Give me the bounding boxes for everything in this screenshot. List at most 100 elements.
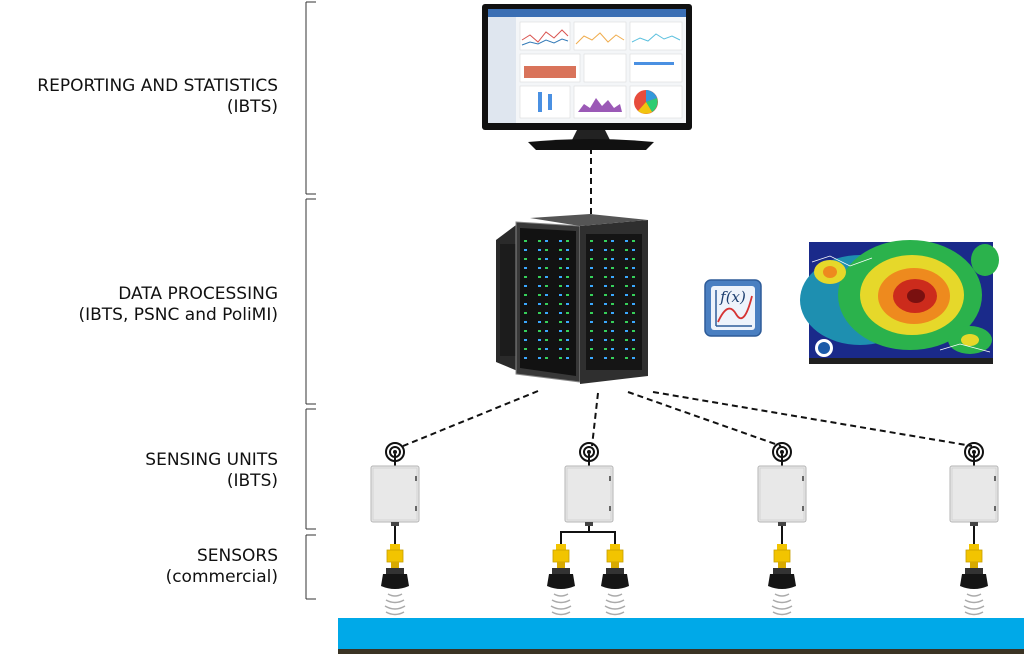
server-led — [625, 240, 628, 242]
server-led — [524, 258, 527, 260]
server-led — [625, 330, 628, 332]
ultrasonic-sensor — [380, 543, 410, 590]
server-led — [604, 258, 607, 260]
monitor-icon — [482, 4, 692, 150]
ultrasonic-sensor — [959, 543, 989, 590]
server-led — [611, 357, 614, 359]
bracket-processing — [305, 198, 316, 405]
server-led — [604, 285, 607, 287]
server-led — [625, 303, 628, 305]
server-led — [611, 249, 614, 251]
function-icon-label: f(x) — [719, 288, 746, 306]
server-led — [604, 357, 607, 359]
server-led — [625, 312, 628, 314]
ultrasonic-sensor — [546, 543, 576, 590]
bracket-sensing — [305, 408, 316, 530]
antenna-icon — [772, 442, 792, 467]
server-led — [625, 348, 628, 350]
layer-label-processing: DATA PROCESSING (IBTS, PSNC and PoliMI) — [78, 284, 278, 325]
server-led — [632, 339, 635, 341]
server-led — [611, 348, 614, 350]
server-led — [604, 330, 607, 332]
server-led — [611, 330, 614, 332]
antenna-icon — [579, 442, 599, 467]
server-racks-icon — [496, 214, 648, 384]
server-led — [632, 276, 635, 278]
server-led — [538, 258, 541, 260]
server-led — [524, 330, 527, 332]
server-led — [632, 348, 635, 350]
antenna-icon — [964, 442, 984, 467]
server-led — [559, 240, 562, 242]
server-led — [604, 321, 607, 323]
server-led — [590, 303, 593, 305]
server-led — [559, 267, 562, 269]
server-led — [611, 258, 614, 260]
server-led — [566, 276, 569, 278]
sensing-unit-1 — [370, 442, 420, 616]
server-led — [566, 258, 569, 260]
server-led — [611, 276, 614, 278]
server-led — [625, 321, 628, 323]
server-led — [538, 321, 541, 323]
server-led — [590, 285, 593, 287]
function-icon: f(x) — [704, 279, 762, 337]
server-led — [559, 276, 562, 278]
server-led — [545, 285, 548, 287]
server-led — [632, 303, 635, 305]
server-led — [559, 294, 562, 296]
server-led — [559, 258, 562, 260]
server-led — [545, 348, 548, 350]
server-led — [632, 240, 635, 242]
server-led — [566, 294, 569, 296]
server-led — [524, 240, 527, 242]
server-led — [524, 348, 527, 350]
server-led — [545, 267, 548, 269]
server-led — [590, 294, 593, 296]
server-led — [538, 276, 541, 278]
server-led — [590, 348, 593, 350]
sensing-unit-3 — [757, 442, 807, 616]
server-led — [625, 285, 628, 287]
server-led — [545, 312, 548, 314]
connection-server-unit-1 — [402, 390, 539, 447]
server-led — [524, 303, 527, 305]
server-led — [590, 330, 593, 332]
server-led — [559, 357, 562, 359]
server-led — [625, 294, 628, 296]
ultrasonic-sensor — [767, 543, 797, 590]
layer-brackets — [305, 1, 316, 600]
connection-server-unit-2 — [591, 392, 599, 447]
server-led — [632, 357, 635, 359]
server-led — [566, 267, 569, 269]
server-led — [545, 330, 548, 332]
server-led — [545, 240, 548, 242]
server-led — [632, 330, 635, 332]
server-led — [566, 240, 569, 242]
server-led — [524, 339, 527, 341]
server-led — [604, 348, 607, 350]
satellite-weather-image — [800, 240, 999, 364]
server-led — [538, 348, 541, 350]
water-surface — [338, 618, 1024, 649]
server-led — [625, 258, 628, 260]
server-led — [538, 357, 541, 359]
server-led — [524, 294, 527, 296]
server-led — [590, 240, 593, 242]
server-led — [559, 321, 562, 323]
server-led — [632, 294, 635, 296]
server-led — [632, 312, 635, 314]
server-led — [524, 312, 527, 314]
server-led — [604, 312, 607, 314]
enclosure-box — [564, 465, 614, 527]
server-led — [545, 357, 548, 359]
server-led — [590, 339, 593, 341]
antenna-icon — [385, 442, 405, 467]
server-led — [604, 294, 607, 296]
server-led — [611, 294, 614, 296]
server-led — [611, 240, 614, 242]
layer-label-sensors: SENSORS (commercial) — [165, 546, 278, 587]
server-led — [625, 276, 628, 278]
ultrasonic-sensor — [600, 543, 630, 590]
